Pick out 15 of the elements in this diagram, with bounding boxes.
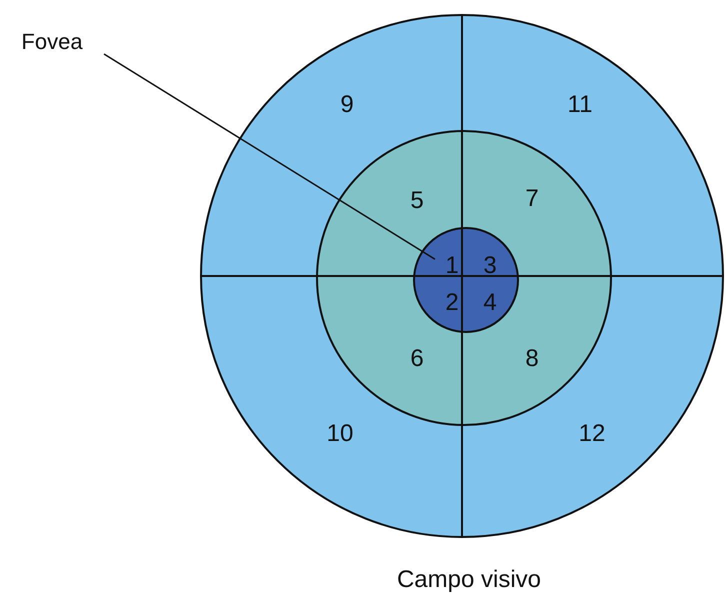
region-number: 2 [445,291,459,315]
caption: Campo visivo [396,568,542,592]
region-number: 5 [410,189,424,213]
region-number: 9 [340,93,354,117]
leader-line [104,53,436,260]
region-number: 7 [525,187,539,211]
region-number: 1 [445,254,459,278]
region-number: 3 [483,254,497,278]
region-number: 4 [483,291,497,315]
region-number: 11 [568,93,592,117]
callout-label: Fovea [21,31,83,53]
region-number: 12 [578,422,606,446]
region-number: 10 [326,422,354,446]
region-number: 8 [525,347,539,371]
region-number: 6 [410,347,424,371]
